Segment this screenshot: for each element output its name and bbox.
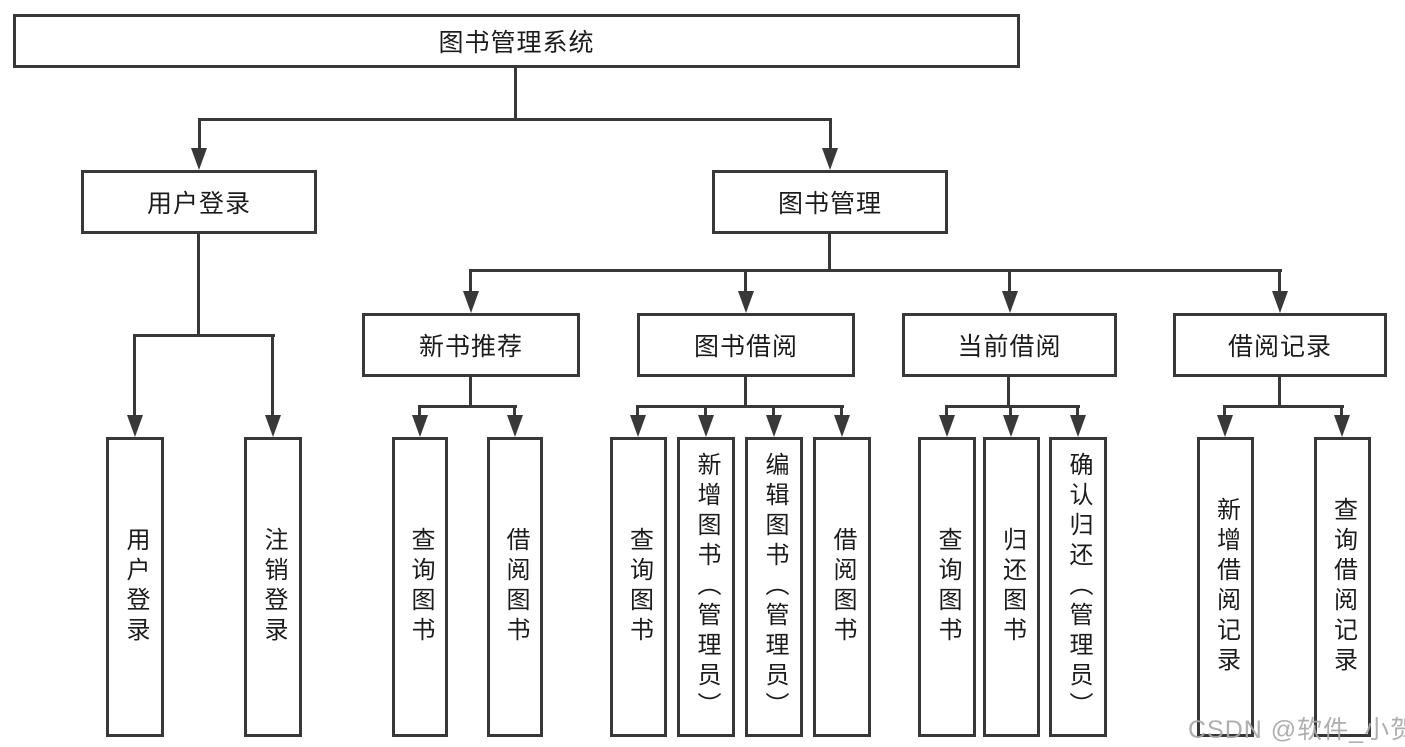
node-leaf-borrow-edit-label: 编辑图书（管理员） — [761, 452, 788, 722]
arrow-down-icon — [1217, 415, 1233, 437]
arrow-down-icon — [507, 415, 523, 437]
connector-line — [1340, 408, 1343, 415]
node-leaf-current-return-label: 归还图书 — [998, 527, 1026, 647]
node-leaf-borrow-query: 查询图书 — [610, 437, 667, 737]
node-book-mgmt: 图书管理 — [712, 170, 948, 234]
node-leaf-borrow-borrow: 借阅图书 — [813, 437, 871, 737]
node-user-login: 用户登录 — [81, 170, 317, 234]
connector-line — [945, 408, 948, 415]
node-leaf-newbook-borrow: 借阅图书 — [487, 437, 543, 737]
node-leaf-borrow-borrow-label: 借阅图书 — [829, 527, 856, 647]
arrow-down-icon — [630, 415, 646, 437]
connector-line — [469, 272, 472, 291]
arrow-down-icon — [1002, 291, 1018, 313]
arrow-down-icon — [834, 415, 850, 437]
node-leaf-current-return: 归还图书 — [983, 437, 1040, 737]
arrow-down-icon — [939, 415, 955, 437]
connector-line — [704, 408, 707, 415]
connector-line — [1009, 408, 1012, 415]
node-leaf-user-login: 用户登录 — [106, 437, 164, 737]
connector-line — [198, 120, 201, 148]
arrow-down-icon — [698, 415, 714, 437]
connector-line — [1278, 377, 1281, 408]
connector-line — [744, 272, 747, 291]
connector-line — [1223, 405, 1344, 408]
connector-line — [514, 68, 517, 120]
connector-line — [513, 408, 516, 415]
connector-line — [198, 118, 832, 121]
node-leaf-logout: 注销登录 — [244, 437, 302, 737]
node-leaf-current-confirm: 确认归还（管理员） — [1049, 437, 1107, 737]
connector-line — [828, 234, 831, 272]
node-current-borrow: 当前借阅 — [902, 313, 1117, 377]
arrow-down-icon — [738, 291, 754, 313]
node-book-borrow: 图书借阅 — [637, 313, 855, 377]
arrow-down-icon — [1272, 291, 1288, 313]
node-borrow-record-label: 借阅记录 — [1227, 333, 1332, 361]
node-book-borrow-label: 图书借阅 — [693, 333, 798, 361]
connector-line — [840, 408, 843, 415]
connector-line — [1278, 272, 1281, 291]
connector-line — [418, 405, 517, 408]
connector-line — [197, 234, 200, 336]
connector-line — [469, 377, 472, 408]
connector-line — [1008, 272, 1011, 291]
connector-line — [636, 405, 844, 408]
arrow-down-icon — [127, 415, 143, 437]
csdn-watermark: CSDN @软件_小贺同学 — [1188, 716, 1405, 744]
node-book-mgmt-label: 图书管理 — [777, 190, 882, 218]
node-leaf-user-login-label: 用户登录 — [122, 527, 149, 647]
node-leaf-record-add: 新增借阅记录 — [1197, 437, 1254, 737]
node-root-label: 图书管理系统 — [438, 29, 595, 57]
node-current-borrow-label: 当前借阅 — [957, 333, 1062, 361]
connector-line — [271, 336, 274, 415]
connector-line — [772, 408, 775, 415]
node-leaf-current-query: 查询图书 — [918, 437, 976, 737]
connector-line — [636, 408, 639, 415]
connector-line — [1223, 408, 1226, 415]
node-leaf-record-query-label: 查询借阅记录 — [1329, 497, 1357, 677]
node-leaf-borrow-query-label: 查询图书 — [625, 527, 653, 647]
node-leaf-borrow-add-label: 新增图书（管理员） — [693, 452, 720, 722]
connector-line — [133, 336, 136, 415]
connector-line — [829, 120, 832, 148]
arrow-down-icon — [1070, 415, 1086, 437]
connector-line — [133, 334, 275, 337]
node-leaf-record-add-label: 新增借阅记录 — [1212, 497, 1240, 677]
node-leaf-newbook-query: 查询图书 — [392, 437, 448, 737]
arrow-down-icon — [191, 148, 207, 170]
node-leaf-current-query-label: 查询图书 — [934, 527, 961, 647]
connector-line — [744, 377, 747, 408]
arrow-down-icon — [1003, 415, 1019, 437]
node-leaf-newbook-query-label: 查询图书 — [407, 527, 434, 647]
node-leaf-record-query: 查询借阅记录 — [1314, 437, 1371, 737]
node-leaf-newbook-borrow-label: 借阅图书 — [502, 527, 529, 647]
node-leaf-borrow-edit: 编辑图书（管理员） — [745, 437, 803, 737]
arrow-down-icon — [766, 415, 782, 437]
arrow-down-icon — [412, 415, 428, 437]
node-leaf-logout-label: 注销登录 — [260, 527, 287, 647]
node-leaf-current-confirm-label: 确认归还（管理员） — [1065, 452, 1092, 722]
node-new-book: 新书推荐 — [362, 313, 580, 377]
node-leaf-borrow-add: 新增图书（管理员） — [677, 437, 735, 737]
node-user-login-label: 用户登录 — [146, 190, 251, 218]
connector-line — [418, 408, 421, 415]
arrow-down-icon — [1334, 415, 1350, 437]
arrow-down-icon — [265, 415, 281, 437]
arrow-down-icon — [463, 291, 479, 313]
arrow-down-icon — [822, 148, 838, 170]
node-root: 图书管理系统 — [13, 14, 1020, 68]
connector-line — [469, 269, 1282, 272]
node-new-book-label: 新书推荐 — [418, 333, 523, 361]
node-borrow-record: 借阅记录 — [1173, 313, 1387, 377]
connector-line — [945, 405, 1080, 408]
connector-line — [1007, 377, 1010, 408]
connector-line — [1076, 408, 1079, 415]
